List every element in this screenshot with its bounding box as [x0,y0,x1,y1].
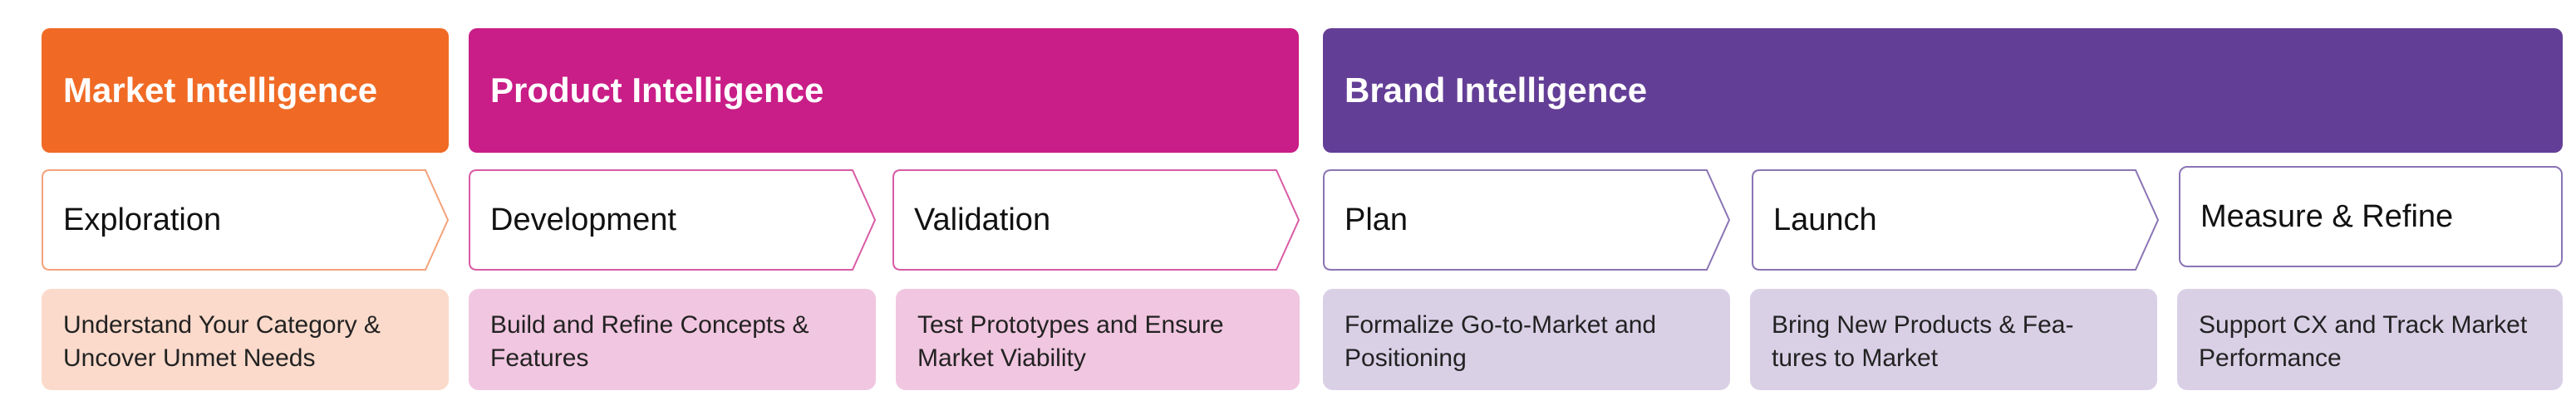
stage-development: Development [469,169,877,271]
chevron-shape [42,169,450,271]
stage-launch: Launch [1752,169,2160,271]
header-product-intelligence-label: Product Intelligence [490,71,824,110]
desc-launch: Bring New Products & Fea- tures to Marke… [1750,289,2157,390]
stage-exploration: Exploration [42,169,450,271]
box-shape [2179,166,2563,267]
stage-development-label: Development [490,202,676,237]
desc-development-text: Build and Refine Concepts & Features [490,311,809,372]
stage-measure-refine: Measure & Refine [2179,166,2563,267]
desc-measure-refine: Support CX and Track Market Performance [2177,289,2563,390]
stage-validation: Validation [892,169,1300,271]
desc-validation: Test Prototypes and Ensure Market Viabil… [896,289,1300,390]
header-market-intelligence: Market Intelligence [42,28,449,153]
chevron-shape [1752,169,2160,271]
stage-launch-label: Launch [1773,202,1877,237]
stage-plan-label: Plan [1345,202,1408,237]
desc-plan-text: Formalize Go-to-Market and Positioning [1345,311,1657,372]
stage-validation-label: Validation [914,202,1051,237]
desc-launch-text: Bring New Products & Fea- tures to Marke… [1772,311,2074,372]
chevron-shape [892,169,1300,271]
desc-exploration: Understand Your Category & Uncover Unmet… [42,289,449,390]
chevron-shape [1323,169,1731,271]
header-product-intelligence: Product Intelligence [469,28,1299,153]
stage-exploration-label: Exploration [63,202,222,237]
stage-measure-refine-label: Measure & Refine [2200,198,2454,234]
header-brand-intelligence: Brand Intelligence [1323,28,2563,153]
header-brand-intelligence-label: Brand Intelligence [1345,71,1648,110]
desc-validation-text: Test Prototypes and Ensure Market Viabil… [917,311,1224,372]
header-market-intelligence-label: Market Intelligence [63,71,378,110]
desc-measure-refine-text: Support CX and Track Market Performance [2199,311,2528,372]
desc-exploration-text: Understand Your Category & Uncover Unmet… [63,311,381,372]
chevron-shape [469,169,877,271]
desc-development: Build and Refine Concepts & Features [469,289,876,390]
stage-plan: Plan [1323,169,1731,271]
desc-plan: Formalize Go-to-Market and Positioning [1323,289,1730,390]
